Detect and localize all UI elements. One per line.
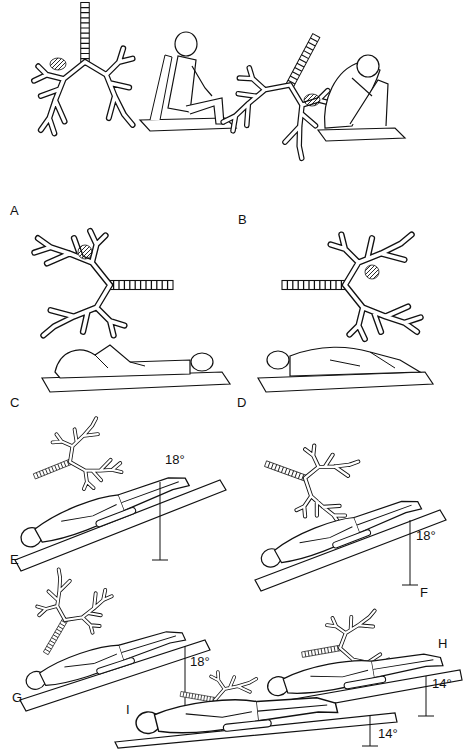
panel-c-art: [34, 231, 230, 392]
panel-letter: I: [126, 702, 130, 717]
panel-letter: D: [237, 395, 246, 410]
angle-label: 14°: [432, 676, 452, 691]
angle-label: 14°: [378, 726, 398, 741]
panel-letter: F: [420, 585, 428, 600]
angle-label: 18°: [165, 452, 185, 467]
panel-letter: G: [12, 690, 22, 705]
angle-label: 18°: [190, 654, 210, 669]
panel-letter: B: [238, 212, 247, 227]
panel-d-art: [258, 235, 433, 392]
panel-i-art: [115, 666, 397, 748]
panel-f-art: [253, 432, 446, 591]
angle-label: 18°: [416, 528, 436, 543]
panel-letter: E: [10, 552, 19, 567]
panel-letter: H: [438, 636, 447, 651]
panel-a-art: [34, 2, 236, 133]
panel-letter: C: [10, 395, 19, 410]
panel-e-art: [15, 416, 226, 571]
panel-letter: A: [10, 203, 19, 218]
panel-g-art: [19, 565, 210, 712]
panel-b-art: [216, 13, 405, 165]
